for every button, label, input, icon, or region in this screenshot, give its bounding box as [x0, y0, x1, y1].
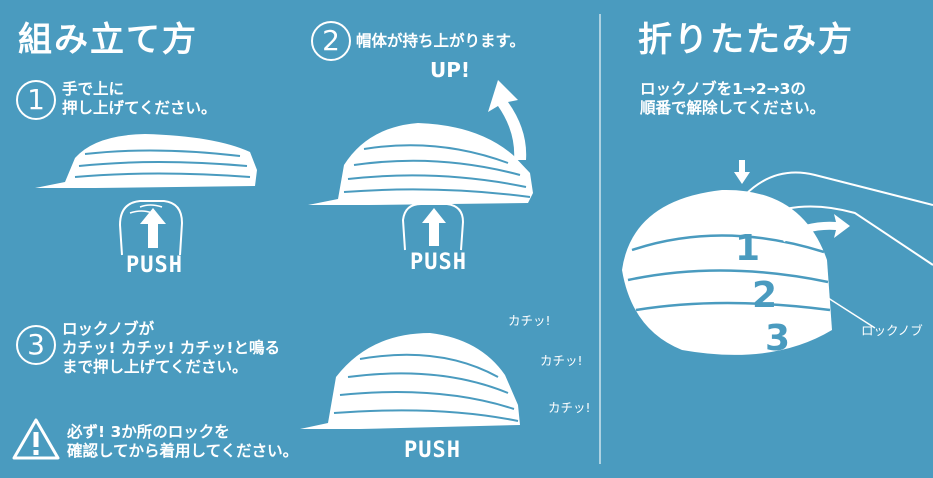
- folding-title: 折りたたみ方: [638, 20, 854, 60]
- step3-line1: ロックノブが: [62, 320, 155, 338]
- lock-knob-label: ロックノブ: [861, 323, 923, 338]
- step3-line3: まで押し上げてください。: [62, 358, 248, 376]
- click-label-2: カチッ!: [540, 353, 583, 368]
- up-arrow-icon: [140, 208, 166, 248]
- curved-arrow-icon: [780, 214, 850, 242]
- step1-line2: 押し上げてください。: [62, 99, 217, 117]
- step2-text: 帽体が持ち上がります。: [356, 32, 525, 50]
- folding-line1: ロックノブを1→2→3の: [640, 80, 806, 98]
- step3-text: ロックノブが カチッ! カチッ! カチッ!と鳴る まで押し上げてください。: [62, 320, 280, 377]
- step2-up-label: UP!: [430, 58, 471, 82]
- step1-text: 手で上に 押し上げてください。: [62, 80, 217, 118]
- folding-text: ロックノブを1→2→3の 順番で解除してください。: [640, 80, 825, 118]
- hand-icon: [401, 203, 465, 251]
- step2-push-label: PUSH: [410, 250, 467, 275]
- helmet-illustration: [300, 333, 520, 429]
- click-label-1: カチッ!: [508, 313, 551, 328]
- step1-line1: 手で上に: [62, 80, 125, 98]
- lock-knob-number-3: 3: [765, 318, 791, 359]
- helmet-illustration: [35, 134, 257, 188]
- step1-number: 1: [16, 80, 56, 120]
- click-label-3: カチッ!: [548, 400, 591, 415]
- lock-knob-number-2: 2: [752, 275, 778, 316]
- assembly-title: 組み立て方: [18, 20, 198, 60]
- step3-number: 3: [16, 325, 56, 365]
- helmet-illustration: [622, 189, 832, 355]
- warning-line2: 確認してから着用してください。: [67, 442, 299, 460]
- step1-push-label: PUSH: [126, 253, 183, 278]
- curved-arrow-icon: [488, 80, 527, 160]
- helmet-illustration: [308, 123, 533, 205]
- down-arrow-icon: [734, 160, 750, 184]
- knob-pointer-line: [799, 279, 876, 329]
- step3-line2: カチッ! カチッ! カチッ!と鳴る: [62, 339, 280, 357]
- warning-icon: [12, 418, 60, 460]
- step2-number: 2: [311, 21, 351, 61]
- warning-text: 必ず! 3か所のロックを 確認してから着用してください。: [67, 423, 298, 461]
- warning-line1: 必ず! 3か所のロックを: [67, 423, 230, 441]
- up-arrow-icon: [422, 208, 446, 246]
- lock-knob-number-1: 1: [735, 228, 761, 269]
- folding-line2: 順番で解除してください。: [640, 99, 826, 117]
- section-divider: [599, 14, 601, 464]
- step3-push-label: PUSH: [404, 438, 461, 463]
- hand-icon: [744, 171, 933, 266]
